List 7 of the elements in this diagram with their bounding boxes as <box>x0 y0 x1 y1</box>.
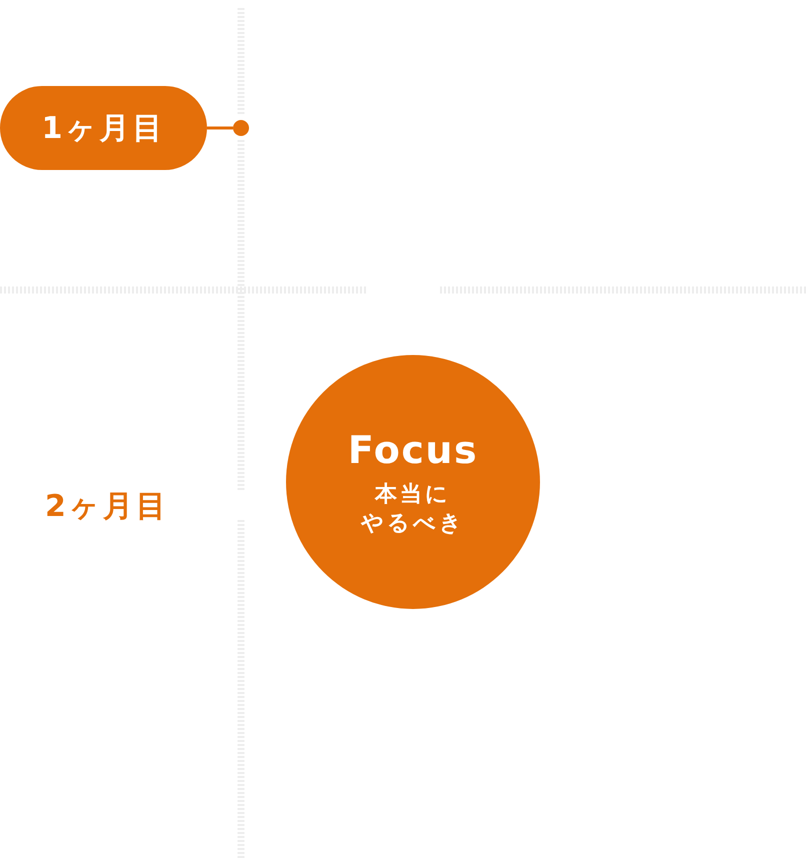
connector-line <box>207 126 233 130</box>
timeline-dot <box>233 120 249 136</box>
focus-heading: Focus <box>348 426 478 474</box>
period-label: 2ヶ月目 <box>45 488 169 526</box>
focus-body: 本当にやるべき <box>360 481 466 538</box>
period-label: 1ヶ月目 <box>42 110 166 148</box>
period-pill <box>0 86 207 170</box>
